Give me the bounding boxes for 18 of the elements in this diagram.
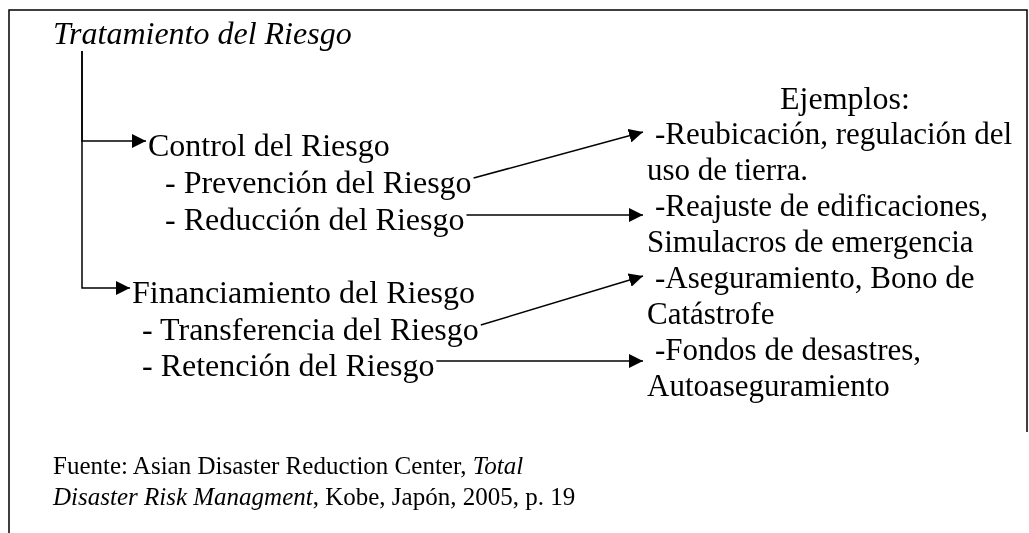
example-text: -Aseguramiento, Bono de Catástrofe [647, 260, 1025, 332]
category-text: Control del Riesgo [148, 127, 390, 163]
example-text: -Reubicación, regulación del uso de tierra. [647, 116, 1025, 188]
arrow [435, 354, 644, 368]
example-text: -Fondos de desastres, Autoaseguramiento [647, 332, 1025, 404]
arrow [81, 50, 131, 295]
subcategory-text: - Prevención del Riesgo [165, 164, 472, 200]
arrow [480, 273, 644, 326]
source-caption: Fuente: Asian Disaster Reduction Center, Total Disaster Risk Managment, Kobe, Japón, 2005, p. 19 [53, 451, 577, 512]
subcategory-text: - Retención del Riesgo [142, 347, 435, 383]
arrow [472, 128, 644, 179]
category-text: Financiamiento del Riesgo [132, 274, 476, 310]
arrow [465, 208, 644, 222]
examples-heading: Ejemplos: [780, 80, 910, 117]
subcategory-text: - Transferencia del Riesgo [142, 311, 479, 347]
subcategory-text: - Reducción del Riesgo [165, 201, 465, 237]
title-text: Tratamiento del Riesgo [53, 15, 352, 51]
example-text: -Reajuste de edificaciones, Simulacros de emergencia [647, 188, 1025, 260]
